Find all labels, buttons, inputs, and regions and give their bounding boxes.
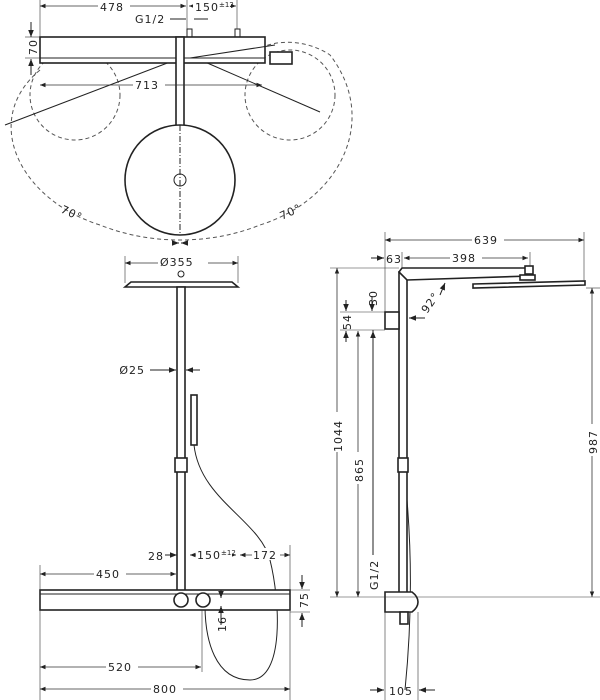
side-view: 639 63 398 92° 30 54 1044 865 G1/2 987 1… xyxy=(330,232,600,700)
dim-150: 150±12 xyxy=(195,1,234,14)
dim-150-front: 150±12 xyxy=(197,549,236,562)
dim-520: 520 xyxy=(108,661,132,674)
connector-left xyxy=(186,28,193,38)
dim-pipe-diameter: Ø25 xyxy=(119,364,145,377)
right-swivel-circle xyxy=(244,49,336,141)
connector-right xyxy=(234,28,241,38)
dim-16: 16 xyxy=(216,616,229,632)
dim-450: 450 xyxy=(96,568,120,581)
dim-478: 478 xyxy=(100,1,124,14)
dim-987: 987 xyxy=(587,430,600,454)
spout-top xyxy=(189,44,276,59)
outlet-top xyxy=(269,51,293,65)
swing-line-right xyxy=(204,61,321,113)
riser-side xyxy=(398,271,408,598)
dim-63: 63 xyxy=(386,253,402,266)
riser-front xyxy=(176,286,186,593)
dim-865: 865 xyxy=(353,458,366,482)
dim-70: 70 xyxy=(27,39,40,55)
dim-head-diameter: Ø355 xyxy=(160,256,194,269)
shower-hose xyxy=(193,444,278,681)
hand-shower xyxy=(190,394,198,446)
dim-g12-top: G1/2 xyxy=(135,13,165,26)
dim-28: 28 xyxy=(148,550,164,563)
angle-right: 70° xyxy=(278,201,304,222)
dim-g12-side: G1/2 xyxy=(368,560,381,590)
dim-1044: 1044 xyxy=(332,420,345,452)
thermostat-bar xyxy=(39,589,291,611)
dim-30: 30 xyxy=(367,290,380,306)
overhead-shower-side xyxy=(472,280,586,289)
angle-left: 70° xyxy=(59,203,85,224)
control-knob-left xyxy=(173,592,189,608)
front-view: Ø355 Ø25 28 150±12 172 450 75 16 520 800 xyxy=(39,255,311,700)
dim-639: 639 xyxy=(474,234,498,247)
slide-holder-side xyxy=(397,457,409,473)
swivel-range-arc xyxy=(10,41,353,241)
top-view: 478 150±12 G1/2 70 713 70° 70° xyxy=(4,0,353,246)
dim-398: 398 xyxy=(452,252,476,265)
dim-172: 172 xyxy=(253,549,277,562)
swing-line-left xyxy=(4,61,171,126)
shelf-top xyxy=(39,36,266,64)
control-knob-right xyxy=(195,592,211,608)
thermostat-side xyxy=(384,591,419,613)
dim-713: 713 xyxy=(135,79,159,92)
shower-arm-side xyxy=(397,267,531,281)
angle-92: 92° xyxy=(419,290,443,316)
dim-105: 105 xyxy=(389,685,413,698)
dim-54: 54 xyxy=(341,314,354,330)
slide-holder xyxy=(174,457,188,473)
wall-bracket-top xyxy=(384,311,400,330)
overhead-shower-front xyxy=(122,281,241,288)
dim-75: 75 xyxy=(298,592,311,608)
dim-800: 800 xyxy=(153,683,177,696)
